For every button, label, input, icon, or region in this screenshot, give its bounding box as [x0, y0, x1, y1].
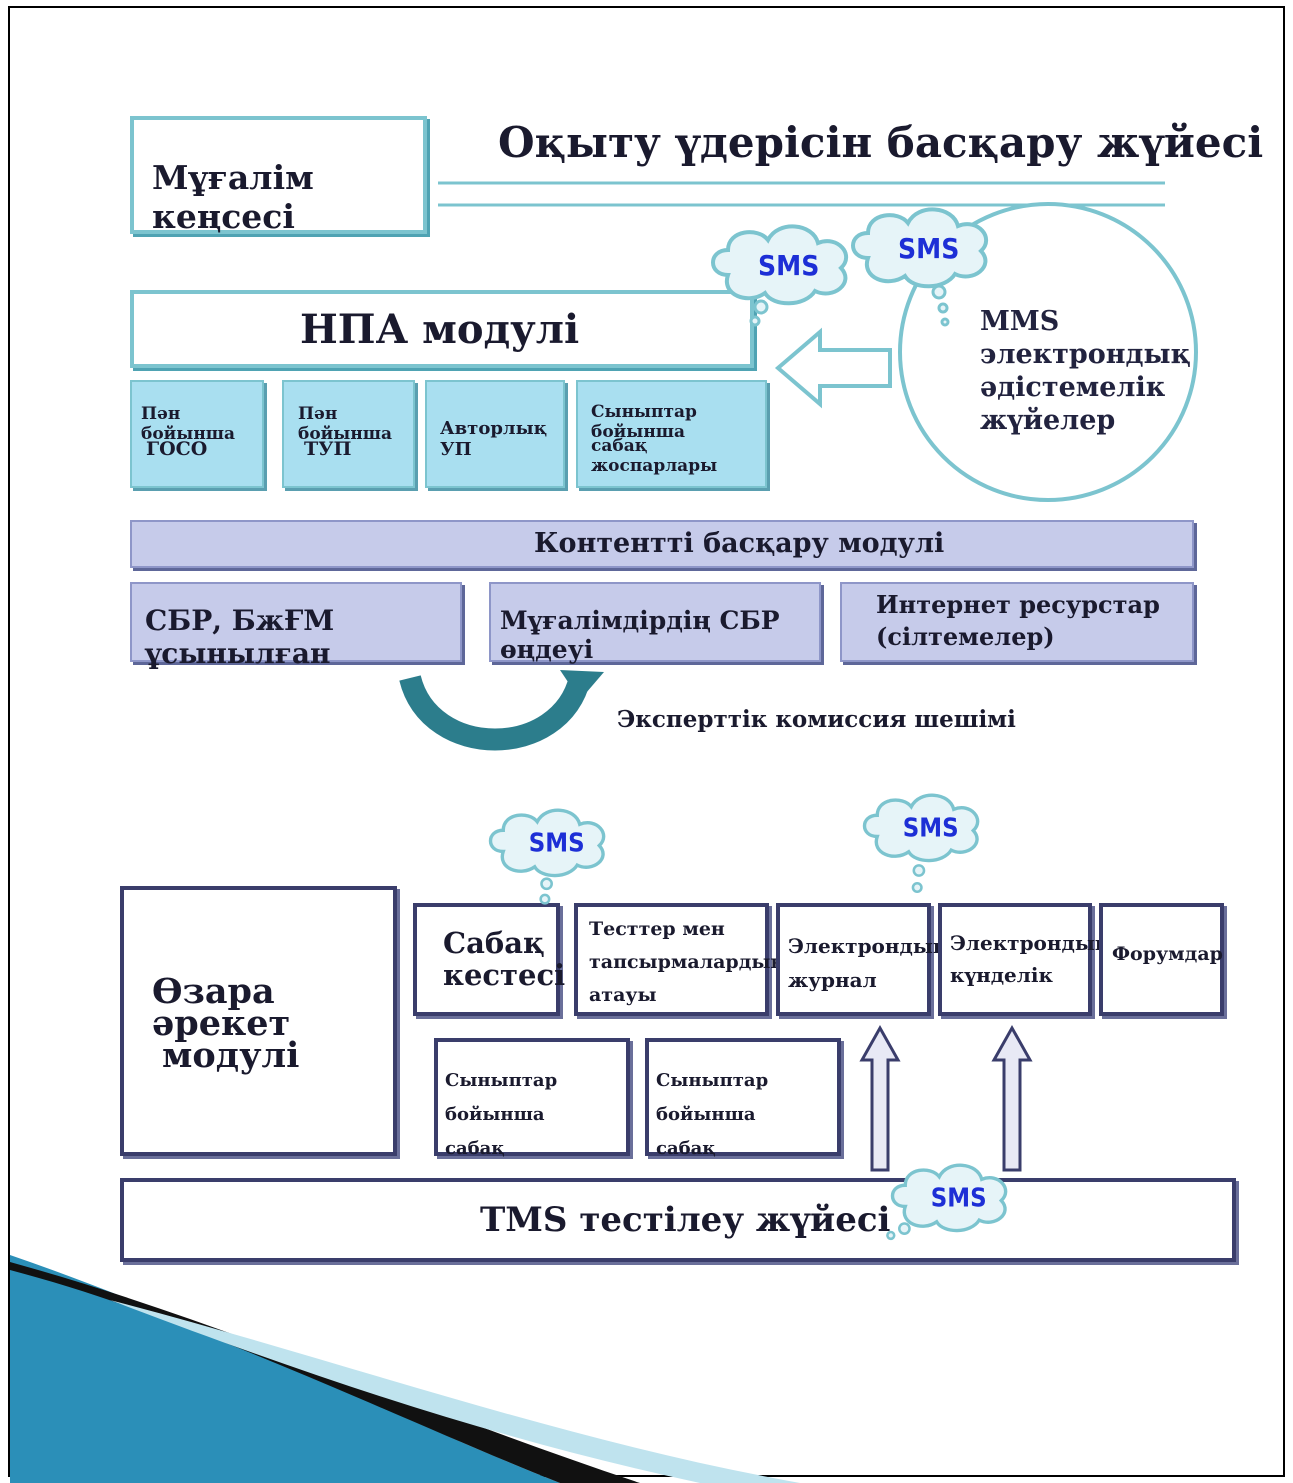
mms-line2: электрондық	[980, 339, 1191, 370]
mms-line1: MMS	[980, 306, 1060, 337]
content-module-title: Контентті басқару модулі	[534, 528, 945, 559]
ediary-label: Электрондық күнделік	[950, 927, 1110, 991]
interaction-module-box: Өзара әрекет модулі	[120, 886, 397, 1156]
schedule-box: Сабақ кестесі	[413, 903, 565, 1016]
interaction-module-line2: модулі	[162, 1035, 300, 1076]
plans-box-1: Сыныптар бойынша сабақ жоспарлары	[434, 1038, 630, 1193]
slide-frame	[8, 6, 1285, 1477]
tests-label: Тесттер мен тапсырмалардың атауы	[589, 913, 784, 1012]
tests-line2: тапсырмалардың	[589, 951, 785, 973]
page-title: Оқыту үдерісін басқару жүйесі	[498, 118, 1264, 167]
content-box-internet-line2: (сілтемелер)	[876, 622, 1055, 651]
tms-title: TMS тестілеу жүйесі	[480, 1200, 891, 1240]
plans-box-2: Сыныптар бойынша сабақ жоспарлары	[645, 1038, 841, 1193]
teacher-office-box: Мұғалім кеңсесі	[130, 116, 427, 236]
content-module-bar: Контентті басқару модулі	[130, 520, 1194, 568]
schedule-line1: Сабақ	[443, 926, 545, 960]
content-box-internet: Интернет ресурстар (сілтемелер)	[840, 582, 1194, 662]
npa-cell-author: Авторлық УП	[425, 380, 565, 488]
schedule-line2: кестесі	[443, 958, 566, 992]
tests-line1: Тесттер мен	[589, 918, 725, 940]
ediary-box: Электрондық күнделік	[938, 903, 1110, 1016]
npa-cell-goso-line1: Пән бойынша	[141, 404, 236, 444]
ejournal-line1: Электрондық	[788, 934, 948, 958]
teacher-office-label: Мұғалім кеңсесі	[152, 158, 314, 236]
mms-label: MMS электрондық әдістемелік жүйелер	[980, 305, 1191, 437]
plans-box-2-line1: Сыныптар бойынша	[656, 1070, 769, 1125]
npa-cell-tup-line1: Пән бойынша	[298, 404, 393, 444]
ejournal-line2: журнал	[788, 968, 877, 992]
forums-box: Форумдар	[1099, 903, 1224, 1016]
up-arrow-icon-diary	[991, 1024, 1033, 1172]
npa-cell-tup-line2: ТУП	[304, 438, 352, 460]
content-box-teacher-edit: Мұғалімдірдің СБР өңдеуі	[489, 582, 821, 664]
npa-cell-plans: Сыныптар бойынша сабақ жоспарлары	[576, 380, 767, 488]
tms-box: TMS тестілеу жүйесі	[120, 1178, 1236, 1262]
content-box-internet-line1: Интернет ресурстар	[876, 590, 1160, 619]
curved-arrow-icon	[399, 674, 591, 751]
npa-cell-goso-line2: ГОСО	[146, 438, 208, 460]
forums-label: Форумдар	[1112, 943, 1223, 965]
curved-arrow-head	[560, 670, 604, 700]
ediary-line2: күнделік	[950, 963, 1053, 987]
interaction-module-line1: Өзара әрекет	[152, 971, 291, 1044]
npa-cell-goso: Пән бойынша ГОСО	[130, 380, 264, 488]
up-arrow-icon-journal	[859, 1024, 901, 1172]
tests-box: Тесттер мен тапсырмалардың атауы	[574, 903, 784, 1016]
content-box-teacher-edit-label: Мұғалімдірдің СБР өңдеуі	[500, 606, 780, 664]
content-box-recommended: СБР, БжҒМ ұсынылған	[130, 582, 462, 670]
npa-cell-tup: Пән бойынша ТУП	[282, 380, 415, 488]
interaction-module-label: Өзара әрекет модулі	[152, 971, 393, 1076]
npa-cell-plans-line2: сабақ жоспарлары	[591, 436, 718, 476]
mms-line4: жүйелер	[980, 405, 1116, 436]
tests-line3: атауы	[589, 984, 657, 1006]
ejournal-label: Электрондық журнал	[788, 929, 948, 997]
mms-line3: әдістемелік	[980, 372, 1166, 403]
content-box-recommended-label: СБР, БжҒМ ұсынылған	[145, 604, 335, 670]
ejournal-box: Электрондық журнал	[776, 903, 948, 1016]
left-arrow-icon	[774, 327, 892, 409]
npa-module-title: НПА модулі	[300, 306, 580, 353]
ediary-line1: Электрондық	[950, 931, 1110, 955]
npa-module-box: НПА модулі	[130, 290, 754, 368]
expert-decision-label: Эксперттік комиссия шешімі	[617, 706, 1016, 733]
npa-cell-plans-line1: Сыныптар бойынша	[591, 402, 697, 442]
plans-box-1-line1: Сыныптар бойынша	[445, 1070, 558, 1125]
npa-cell-author-label: Авторлық УП	[440, 418, 548, 460]
schedule-label: Сабақ кестесі	[443, 927, 565, 991]
